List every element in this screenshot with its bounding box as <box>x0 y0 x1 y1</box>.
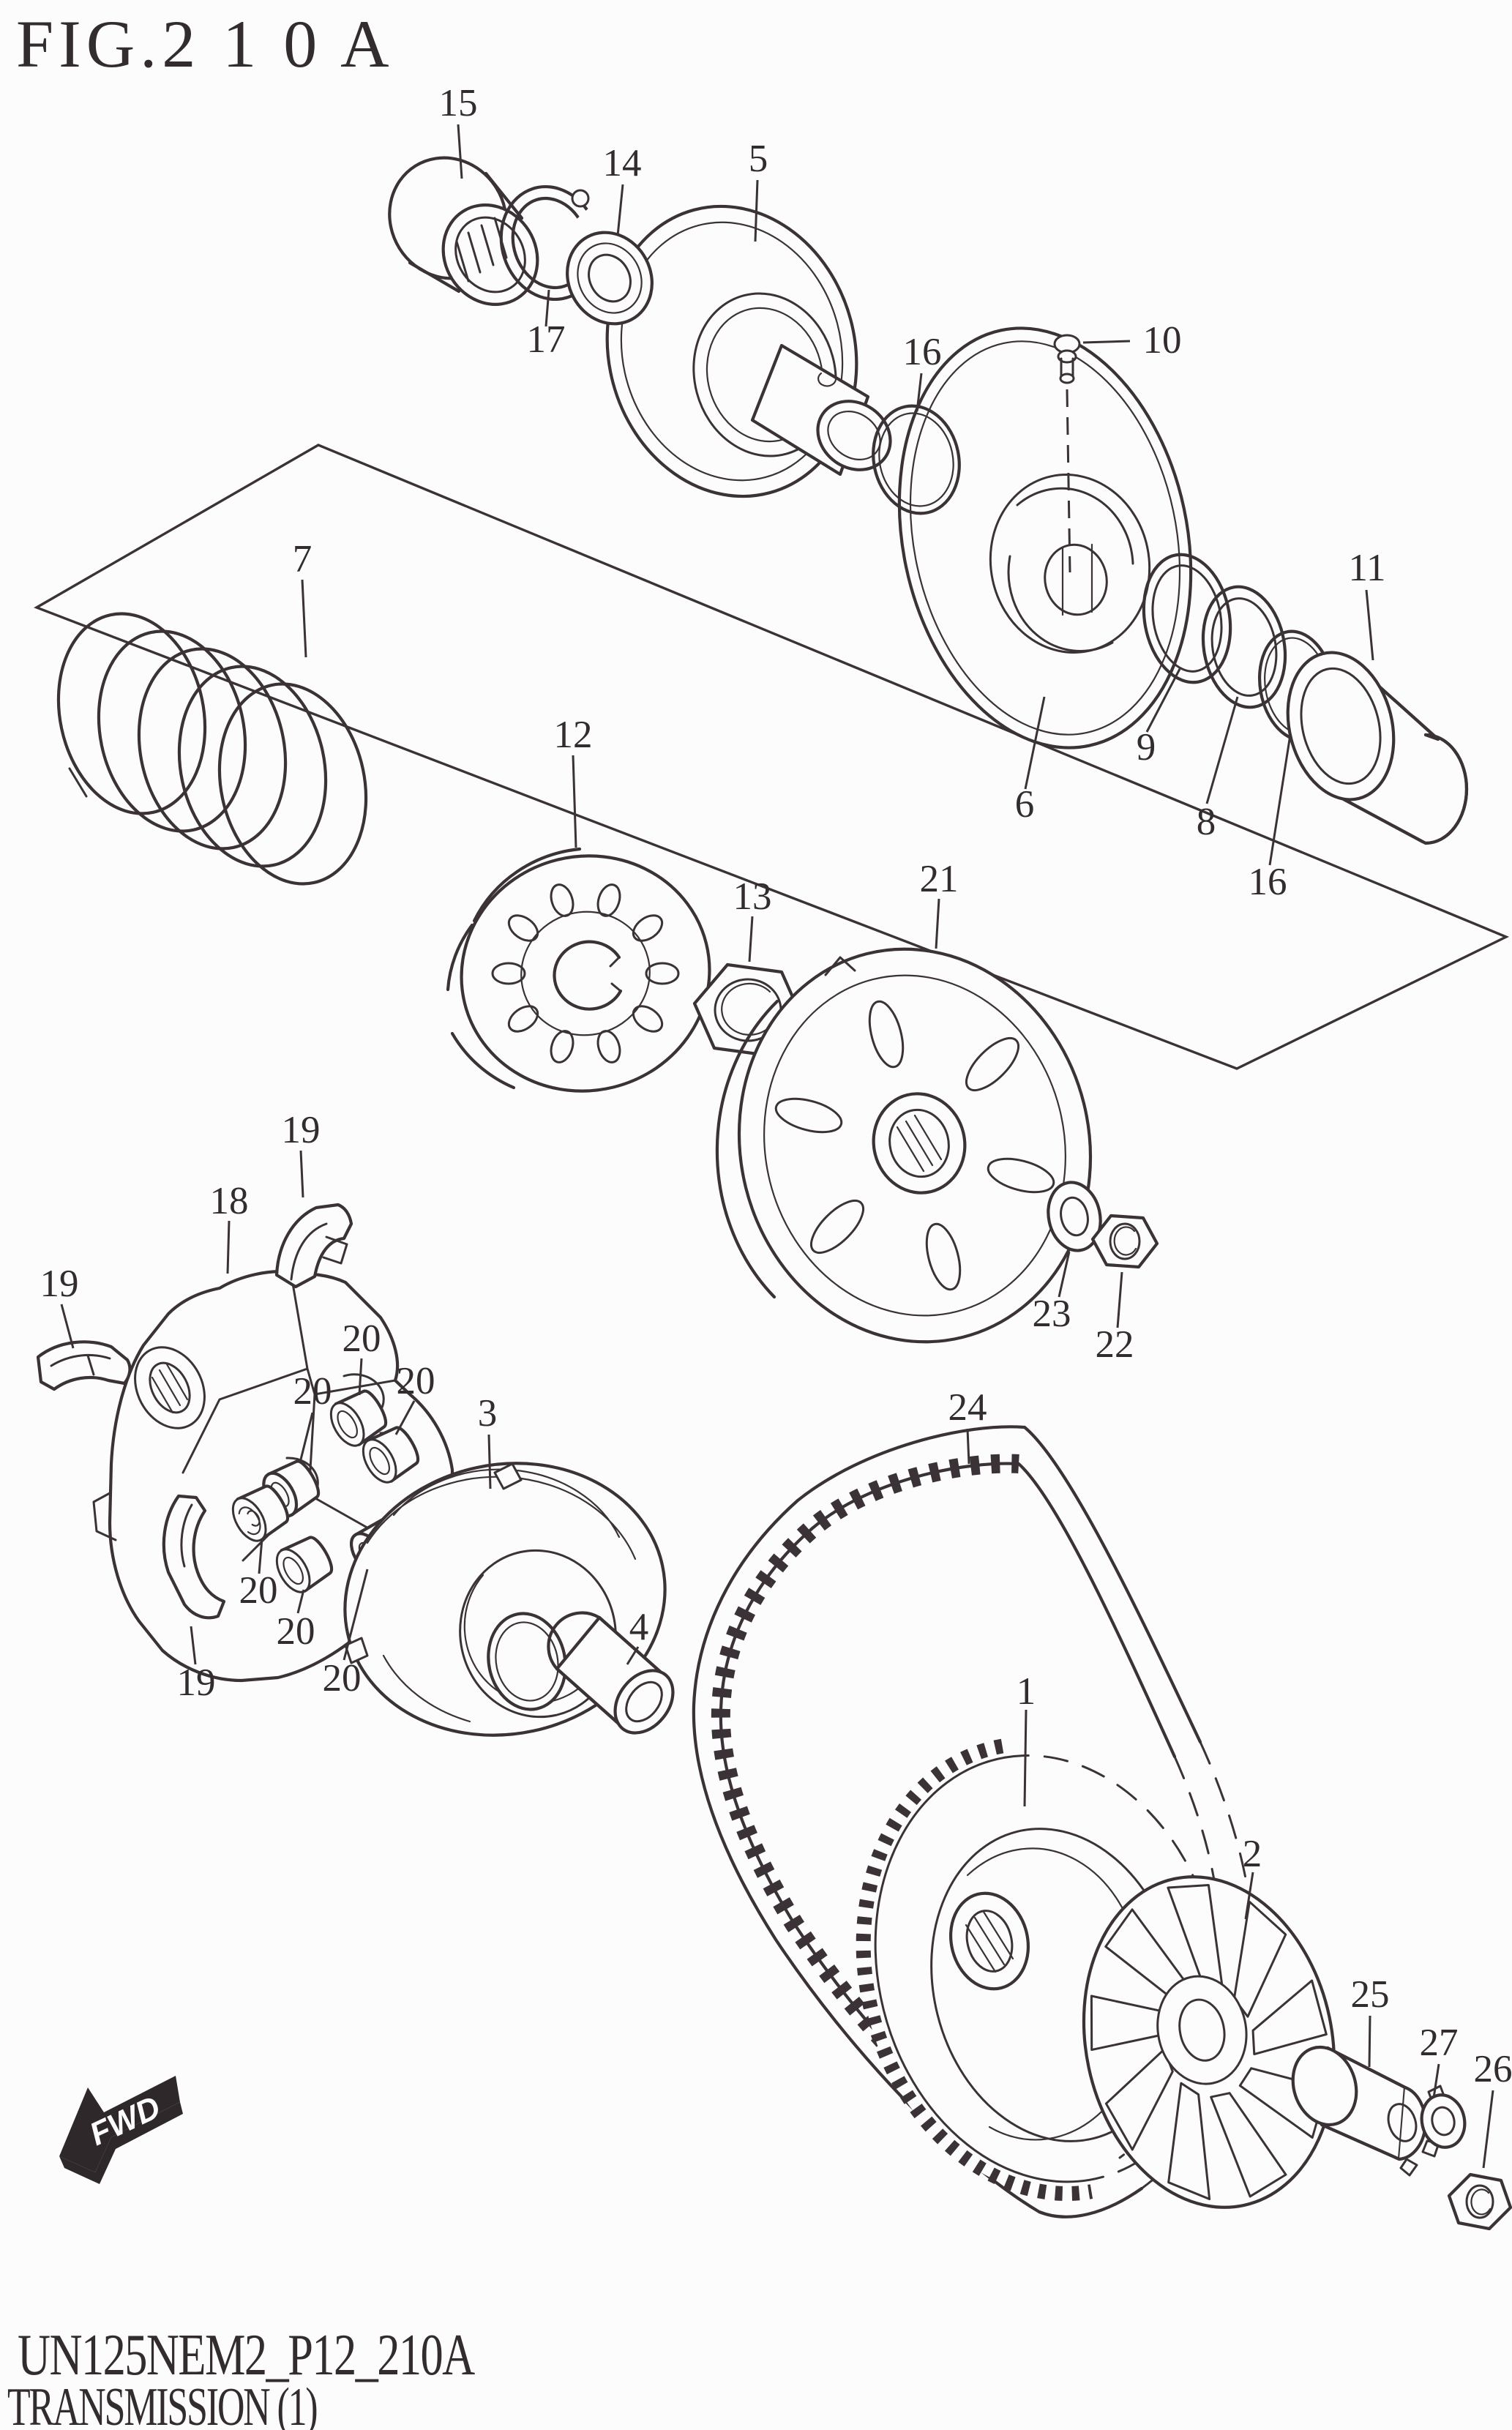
callout-7: 7 <box>293 538 312 580</box>
part-8-washer <box>1201 585 1287 709</box>
callout-12: 12 <box>554 714 593 756</box>
callout-22: 22 <box>1096 1323 1134 1366</box>
part-11-spring-guide <box>1286 651 1469 845</box>
callout-20-d: 20 <box>239 1569 278 1612</box>
part-20-roller <box>362 1426 420 1484</box>
callout-6: 6 <box>1015 783 1035 826</box>
part-27-washer <box>1420 2093 1467 2149</box>
document-code: UN125NEM2_P12_210A <box>18 2323 475 2388</box>
callout-18: 18 <box>210 1180 249 1222</box>
part-19-slider-bottom <box>162 1494 226 1620</box>
part-10-bolt <box>1053 334 1081 573</box>
frame-parallelogram <box>34 444 1510 1070</box>
part-26-nut <box>1447 2172 1512 2231</box>
callout-23: 23 <box>1033 1293 1071 1335</box>
callout-16-upper: 16 <box>903 331 942 373</box>
callout-20-f: 20 <box>323 1657 362 1700</box>
callout-20-a: 20 <box>343 1317 381 1360</box>
part-20-roller <box>329 1389 388 1447</box>
leader-lines <box>60 124 1494 2169</box>
part-25-ratchet <box>1291 2045 1451 2177</box>
part-20-roller <box>275 1536 334 1593</box>
callout-4: 4 <box>629 1606 649 1648</box>
callout-26: 26 <box>1474 2048 1512 2090</box>
part-16-oring-upper <box>872 404 961 515</box>
callout-21: 21 <box>920 858 959 900</box>
part-12-clutch-shoe-set <box>446 847 711 1093</box>
part-15-needle-bearing <box>388 156 539 306</box>
callout-17: 17 <box>527 318 566 361</box>
callout-3: 3 <box>478 1392 498 1435</box>
document-caption: TRANSMISSION (1) <box>7 2377 318 2430</box>
part-7-spring <box>56 612 368 886</box>
callout-20-b: 20 <box>397 1360 435 1402</box>
part-19-slider-left <box>36 1340 132 1391</box>
callout-19-left: 19 <box>40 1263 79 1305</box>
callout-27: 27 <box>1420 2022 1459 2064</box>
callout-8: 8 <box>1197 801 1216 843</box>
part-4-spacer <box>547 1611 675 1735</box>
callout-9: 9 <box>1137 726 1156 769</box>
part-2-fan-face <box>1082 1875 1336 2209</box>
callout-13: 13 <box>733 875 772 918</box>
callout-24: 24 <box>948 1386 987 1429</box>
part-19-slider-top <box>274 1203 353 1289</box>
part-21-clutch-housing <box>715 947 1093 1344</box>
part-14-bearing <box>566 231 654 326</box>
callout-1: 1 <box>1017 1670 1036 1713</box>
callout-19-top: 19 <box>282 1109 321 1151</box>
part-5-movable-driven-face <box>605 204 892 498</box>
part-20-roller <box>231 1484 290 1542</box>
figure-title: FIG.2 1 0 A <box>16 7 394 81</box>
fwd-arrow: FWD <box>59 2076 183 2184</box>
callout-11: 11 <box>1348 547 1385 589</box>
callout-19-bottom: 19 <box>177 1661 216 1704</box>
part-9-spring-washer <box>1142 553 1232 684</box>
callout-5: 5 <box>749 138 768 180</box>
callout-25: 25 <box>1351 1973 1390 2016</box>
callout-16-lower: 16 <box>1249 861 1287 903</box>
callout-2: 2 <box>1243 1833 1262 1875</box>
part-6-fixed-driven-face <box>897 326 1193 749</box>
part-22-nut <box>1090 1214 1159 1269</box>
callout-labels: 15 14 5 17 16 10 11 7 12 6 9 8 16 13 21 … <box>40 82 1512 2090</box>
part-23-washer <box>1047 1181 1102 1252</box>
callout-20-e: 20 <box>277 1610 315 1653</box>
callout-14: 14 <box>603 142 642 184</box>
callout-10: 10 <box>1143 319 1182 362</box>
callout-20-c: 20 <box>293 1370 332 1413</box>
callout-15: 15 <box>439 82 478 124</box>
